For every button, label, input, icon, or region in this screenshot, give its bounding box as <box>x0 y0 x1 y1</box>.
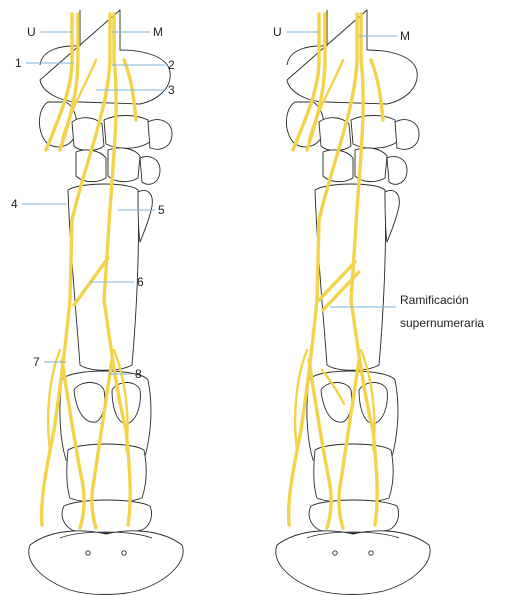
left-label-3: 3 <box>168 83 175 97</box>
left-label-5: 5 <box>158 203 165 217</box>
left-label-u: U <box>27 25 36 39</box>
right-panel: U M Ramificación supernumeraria <box>273 10 484 595</box>
right-label-u: U <box>273 25 282 39</box>
right-label-supernumeraria: supernumeraria <box>400 316 484 330</box>
right-label-m: M <box>400 29 410 43</box>
left-label-m: M <box>153 25 163 39</box>
left-label-1: 1 <box>15 56 22 70</box>
left-panel: U M 1 2 3 4 5 6 7 8 <box>11 10 183 595</box>
left-label-6: 6 <box>137 275 144 289</box>
left-label-4: 4 <box>11 197 18 211</box>
left-label-8: 8 <box>135 367 142 381</box>
left-label-2: 2 <box>168 58 175 72</box>
left-label-7: 7 <box>33 355 40 369</box>
right-label-ramificacion: Ramificación <box>400 293 469 307</box>
